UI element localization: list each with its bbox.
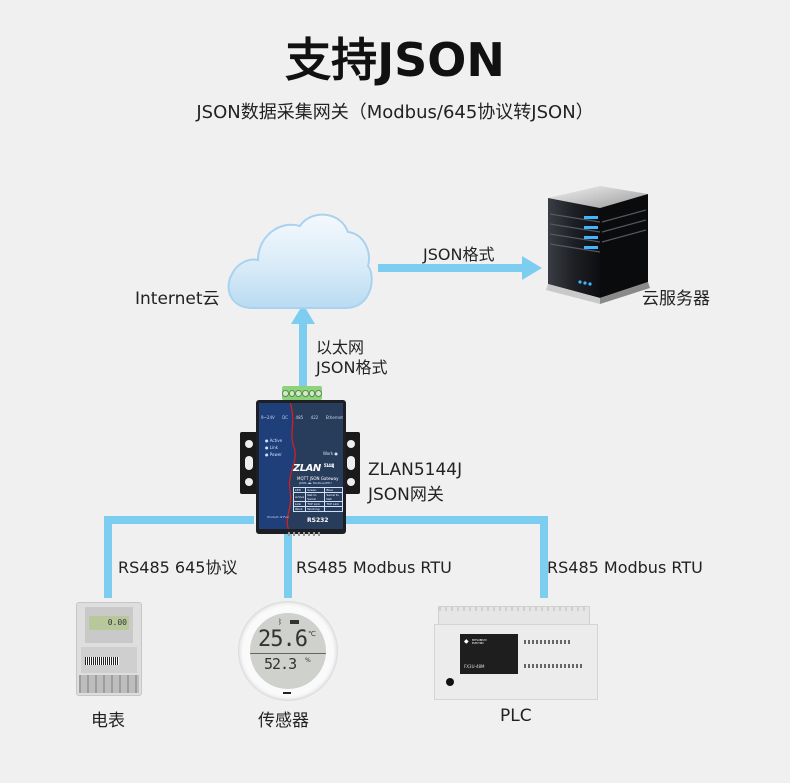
- sensor-connection-label: RS485 Modbus RTU: [296, 558, 452, 577]
- plc-label: PLC: [500, 706, 532, 726]
- temperature-reading: 25.6: [258, 627, 308, 652]
- gateway-product-text: Product of Fun: [267, 515, 289, 519]
- led-legend-cell: [324, 506, 343, 512]
- led-legend-cell: Active: [292, 492, 307, 502]
- gateway-to-cloud-label-line2: JSON格式: [316, 358, 388, 377]
- server-label: 云服务器: [642, 289, 710, 309]
- port-labels: 9~24V DC 485 422 Ethernet: [261, 415, 343, 420]
- led-legend-cell: Serial to Net: [324, 492, 343, 502]
- meter-display: 0.00: [89, 616, 129, 630]
- sensor-image: ᛒ 25.6 ℃ 52.3 %: [238, 601, 338, 701]
- connector-to-meter: [104, 516, 112, 598]
- bus-horizontal-right: [346, 516, 548, 524]
- led-legend-cell: Net to Serial: [305, 492, 326, 502]
- meter-connection-label: RS485 645协议: [118, 558, 238, 577]
- led-legend-cell: Work: [292, 506, 307, 512]
- mount-ear-right: [342, 432, 360, 494]
- connector-gateway-to-cloud: [299, 322, 307, 394]
- bluetooth-icon: ᛒ: [278, 618, 283, 626]
- connector-to-plc: [540, 516, 548, 598]
- page-subtitle: JSON数据采集网关（Modbus/645协议转JSON）: [196, 102, 594, 123]
- meter-barcode: [85, 657, 119, 665]
- battery-icon: [290, 620, 299, 624]
- plc-model: FX3U-48M: [464, 664, 485, 669]
- mitsubishi-logo-icon: ◆: [464, 638, 469, 645]
- gateway-model-label: ZLAN5144J: [368, 460, 463, 480]
- cloud-to-server-label: JSON格式: [423, 245, 495, 264]
- humidity-unit: %: [305, 657, 311, 664]
- plc-connection-label: RS485 Modbus RTU: [547, 558, 703, 577]
- cloud-icon: [227, 213, 373, 309]
- rs232-port-label: RS232: [307, 517, 329, 524]
- plc-image: ◆ MITSUBISHI ELECTRIC FX3U-48M: [434, 606, 598, 700]
- electric-meter-image: 0.00: [76, 602, 142, 696]
- rs232-connector: [288, 532, 322, 536]
- gateway-device: 9~24V DC 485 422 Ethernet ● Active ● Lin…: [240, 386, 360, 536]
- page-title: 支持JSON: [285, 33, 505, 87]
- terminal-block: [282, 386, 323, 400]
- gateway-tagline: JSON ◄► Modbus/RTU: [299, 481, 332, 485]
- temperature-unit: ℃: [308, 630, 316, 638]
- gateway-to-cloud-label-line1: 以太网: [316, 338, 365, 357]
- gateway-brand: ZLAN 5144J: [293, 463, 334, 474]
- plc-run-switch: [446, 678, 454, 686]
- sensor-label: 传感器: [258, 711, 309, 731]
- server-icon: [546, 186, 650, 304]
- connector-to-sensor: [284, 530, 292, 598]
- meter-label: 电表: [91, 711, 125, 731]
- led-list: ● Active ● Link ● Power: [265, 438, 283, 457]
- plc-brand: MITSUBISHI ELECTRIC: [472, 639, 487, 645]
- gateway-product-line: MQTT JSON Gateway: [297, 476, 339, 481]
- arrow-head-to-server: [522, 256, 542, 280]
- bus-horizontal-left: [104, 516, 254, 524]
- work-led-label: Work ●: [323, 451, 338, 456]
- led-legend-cell: Working: [305, 506, 326, 512]
- plc-front-panel: ◆ MITSUBISHI ELECTRIC FX3U-48M: [460, 634, 518, 674]
- connector-cloud-to-server: [378, 264, 526, 272]
- cloud-label: Internet云: [135, 289, 220, 309]
- gateway-body: 9~24V DC 485 422 Ethernet ● Active ● Lin…: [256, 400, 346, 534]
- arrow-head-to-cloud: [291, 304, 315, 324]
- gateway-name-label: JSON网关: [368, 485, 444, 505]
- humidity-reading: 52.3: [264, 655, 297, 673]
- mount-ear-left: [240, 432, 258, 494]
